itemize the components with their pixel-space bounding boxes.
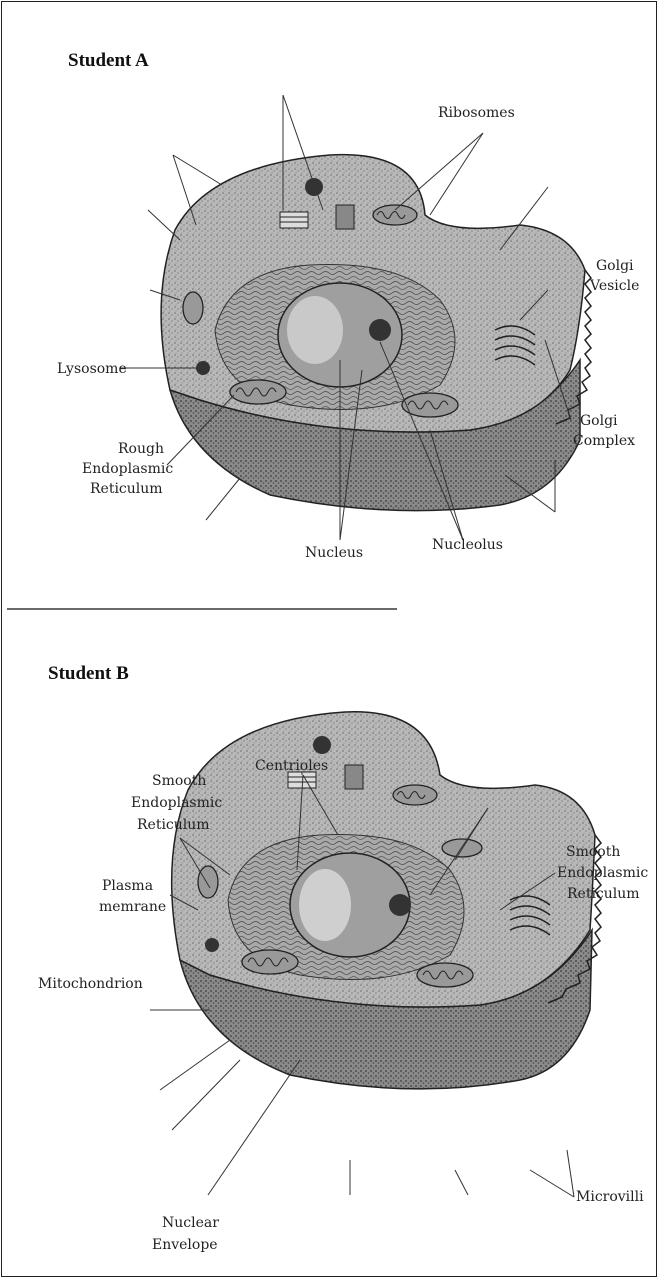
- nucleoplasm-light-b: [299, 869, 351, 941]
- lysosome-shape-b: [205, 938, 219, 952]
- label-mitochondrion: Mitochondrion: [38, 976, 143, 992]
- vacuole-shape-b: [313, 736, 331, 754]
- label-lysosome: Lysosome: [57, 361, 127, 377]
- mitochondrion-b-1: [242, 950, 298, 974]
- label-nucleus: Nucleus: [305, 545, 363, 561]
- label-smooth-er-right-line1: Smooth: [566, 844, 620, 860]
- cell-illustration-b: [172, 712, 601, 1089]
- student-a-section: Student A: [57, 50, 639, 561]
- label-plasma-membrane-line1: Plasma: [102, 878, 153, 894]
- label-nuclear-envelope-line2: Envelope: [152, 1237, 218, 1253]
- student-b-heading: Student B: [48, 663, 129, 684]
- label-rough-er-line2: Endoplasmic: [82, 461, 173, 477]
- label-golgi-complex-line1: Golgi: [580, 413, 618, 429]
- mitochondrion-a-3: [373, 205, 417, 225]
- label-nuclear-envelope-line1: Nuclear: [162, 1215, 219, 1231]
- mitochondrion-b-2: [417, 963, 473, 987]
- label-smooth-er-right-line2: Endoplasmic: [557, 865, 648, 881]
- label-centrioles: Centrioles: [255, 758, 328, 774]
- label-rough-er-line1: Rough: [118, 441, 164, 457]
- label-golgi-complex-line2: Complex: [573, 433, 635, 449]
- label-smooth-er-right-line3: Reticulum: [567, 886, 640, 902]
- label-rough-er-line3: Reticulum: [90, 481, 163, 497]
- lysosome-shape-a: [196, 361, 210, 375]
- nucleolus-shape-b: [389, 894, 411, 916]
- label-smooth-er-left-line1: Smooth: [152, 773, 206, 789]
- label-nucleolus: Nucleolus: [432, 537, 503, 553]
- mitochondrion-b-3: [393, 785, 437, 805]
- mitochondrion-b-4: [198, 866, 218, 898]
- label-smooth-er-left-line3: Reticulum: [137, 817, 210, 833]
- mitochondrion-b-5: [442, 839, 482, 857]
- label-microvilli: Microvilli: [576, 1189, 644, 1205]
- mitochondrion-a-1: [230, 380, 286, 404]
- label-golgi-vesicle-line1: Golgi: [596, 258, 634, 274]
- nucleolus-shape-a: [369, 319, 391, 341]
- mitochondrion-a-4: [183, 292, 203, 324]
- label-golgi-vesicle-line2: Vesicle: [589, 278, 639, 294]
- label-plasma-membrane-line2: memrane: [99, 899, 166, 915]
- student-b-section: Student B: [38, 663, 648, 1253]
- cell-illustration-a: [161, 155, 591, 511]
- label-smooth-er-left-line2: Endoplasmic: [131, 795, 222, 811]
- nucleoplasm-light-a: [287, 296, 343, 364]
- vacuole-shape-a: [305, 178, 323, 196]
- label-ribosomes: Ribosomes: [438, 105, 515, 121]
- student-a-heading: Student A: [68, 50, 149, 71]
